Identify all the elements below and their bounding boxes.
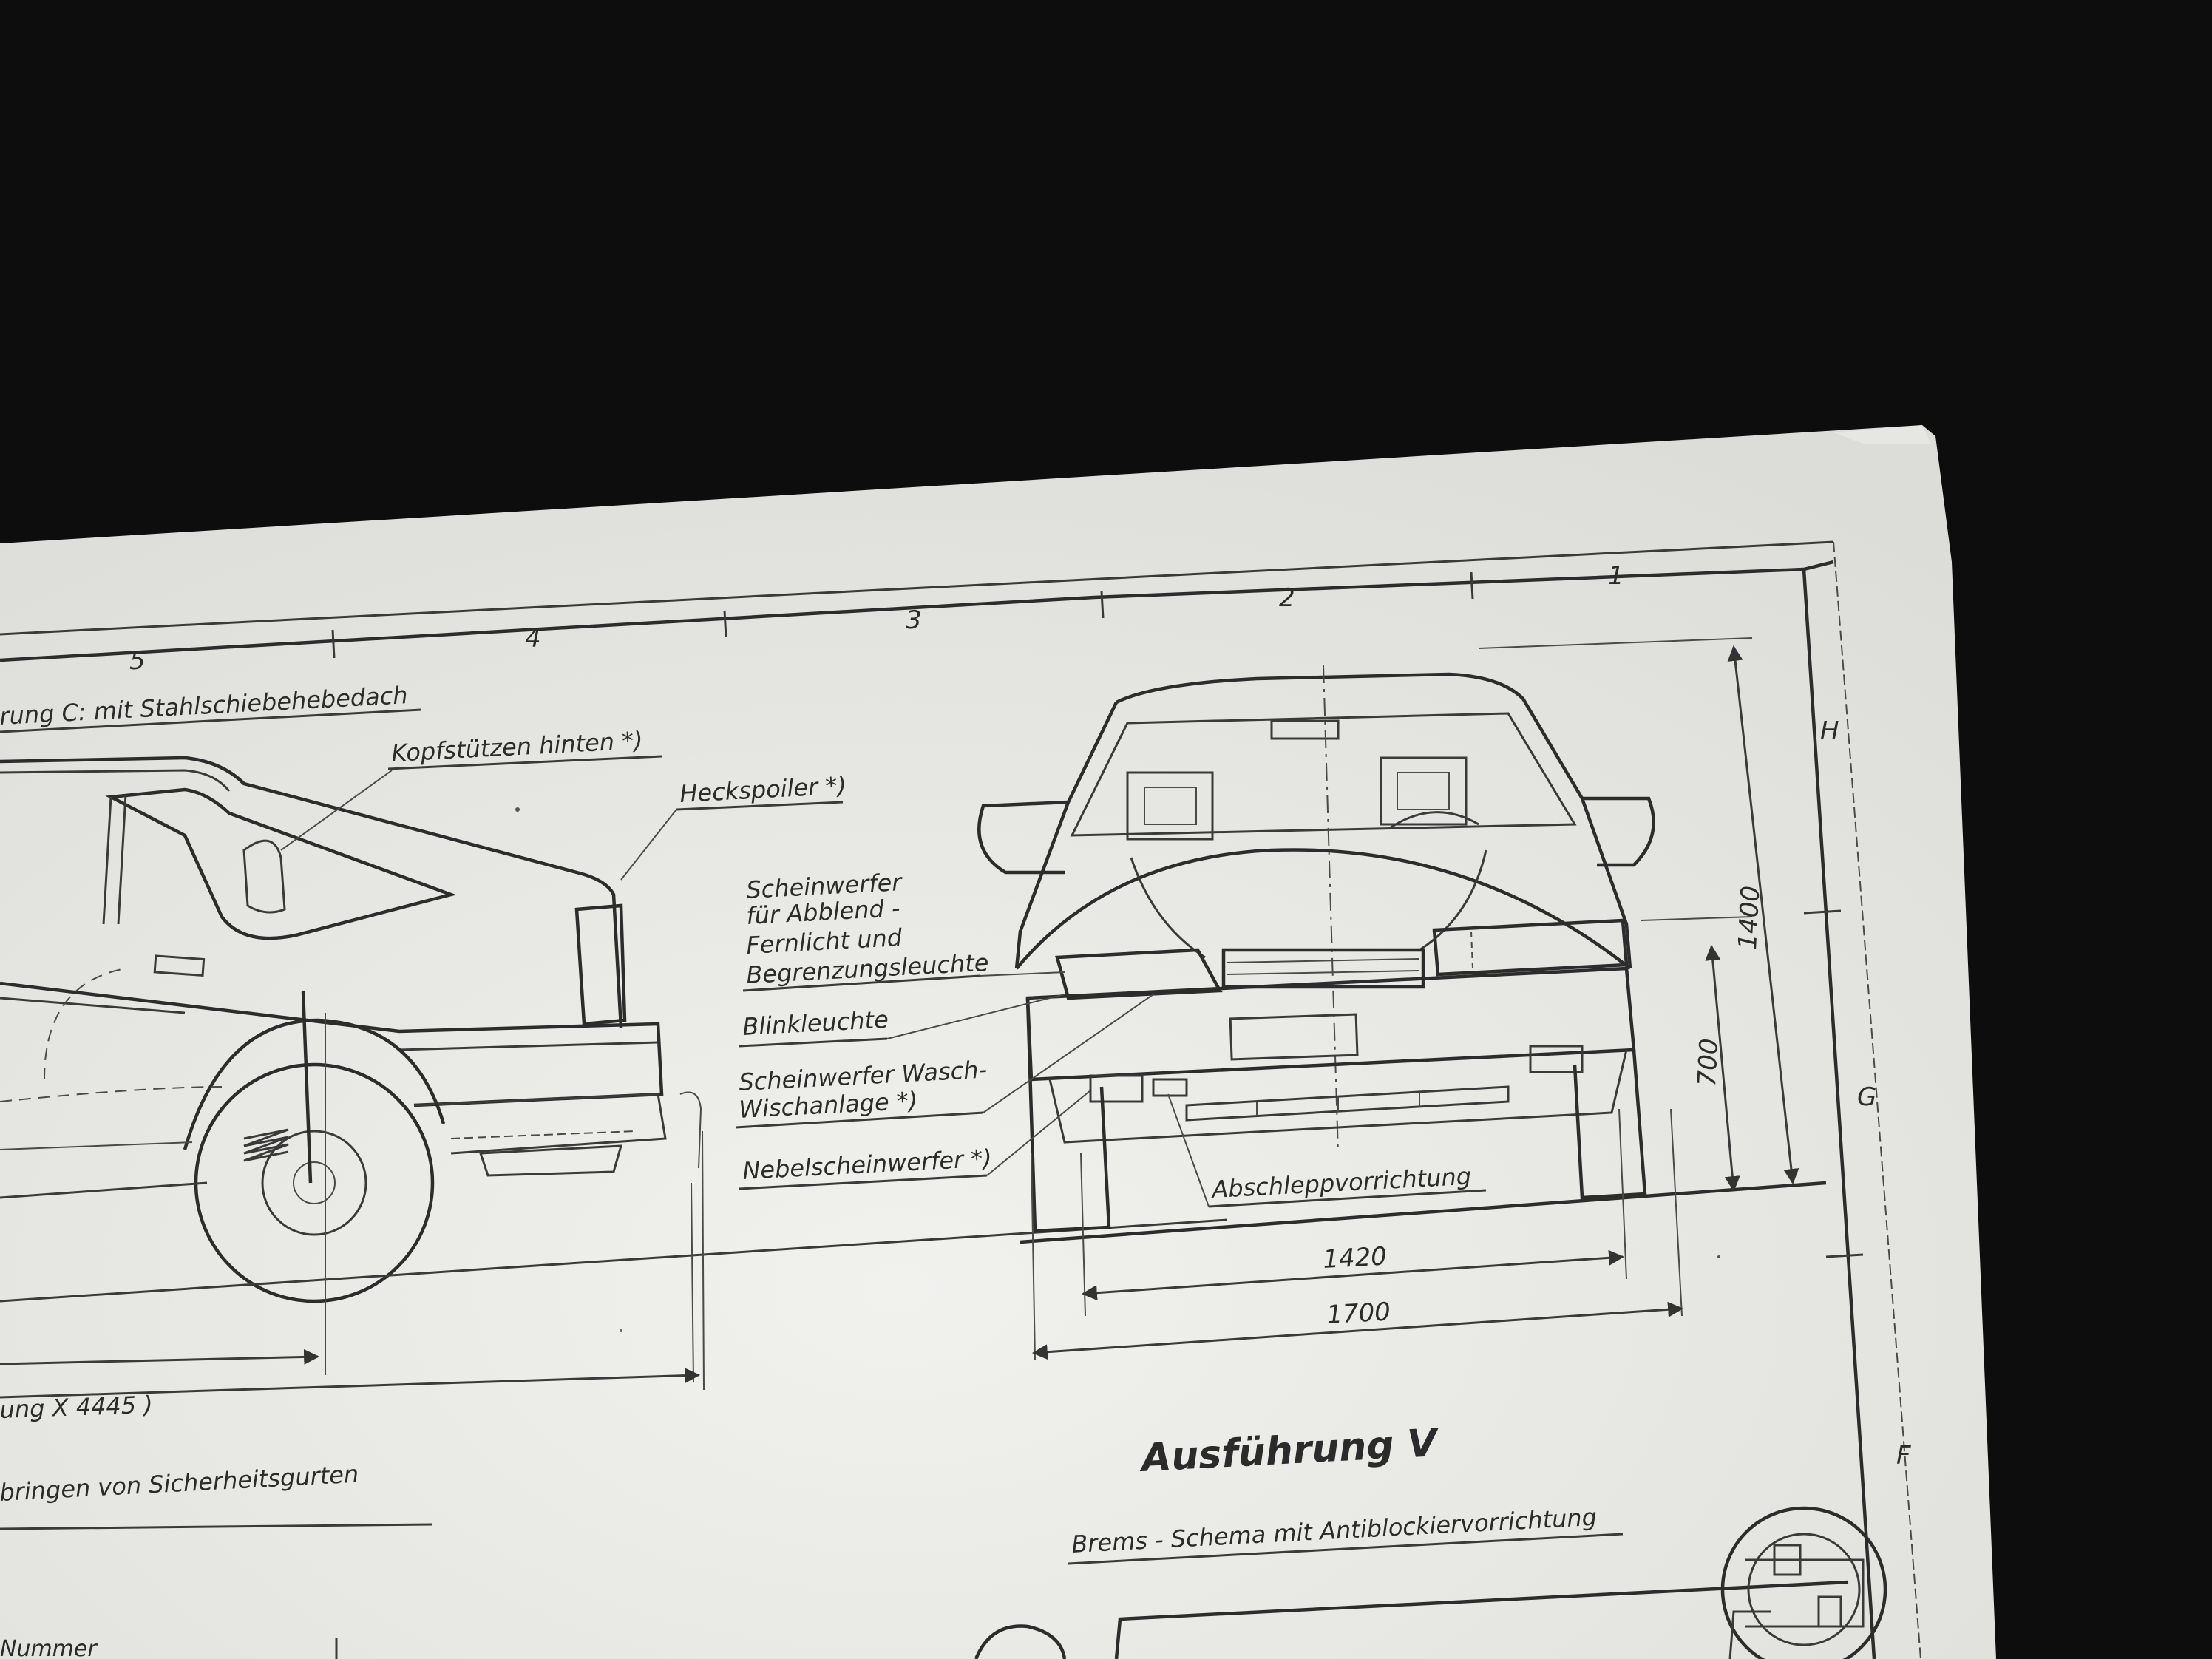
partial-number-label: Nummer <box>0 1636 98 1659</box>
grid-number-5: 5 <box>129 646 146 676</box>
grid-letter-h: H <box>1820 716 1839 746</box>
dim-width: 1700 <box>1326 1297 1391 1330</box>
ink-speck <box>1717 1255 1720 1258</box>
side-length-label: ung X 4445 ) <box>0 1391 153 1424</box>
ink-speck <box>620 1329 622 1332</box>
brake-schema-diagram <box>974 1506 1887 1659</box>
grid-number-1: 1 <box>1608 561 1624 591</box>
drawing-frame <box>0 540 1921 1659</box>
paper-edge-layer <box>1833 425 1931 444</box>
grid-number-4: 4 <box>525 624 541 654</box>
grid-letter-g: G <box>1857 1082 1876 1112</box>
grid-number-3: 3 <box>906 605 922 635</box>
dim-mid-height: 700 <box>1692 1038 1724 1088</box>
grid-letter-f: F <box>1896 1441 1911 1470</box>
callout-headlamp: Scheinwerfer für Abblend - Fernlicht und… <box>742 868 1065 992</box>
ink-speck <box>515 807 520 812</box>
dim-total-height: 1400 <box>1733 885 1765 951</box>
dim-track: 1420 <box>1322 1242 1388 1275</box>
grid-number-2: 2 <box>1279 583 1295 613</box>
